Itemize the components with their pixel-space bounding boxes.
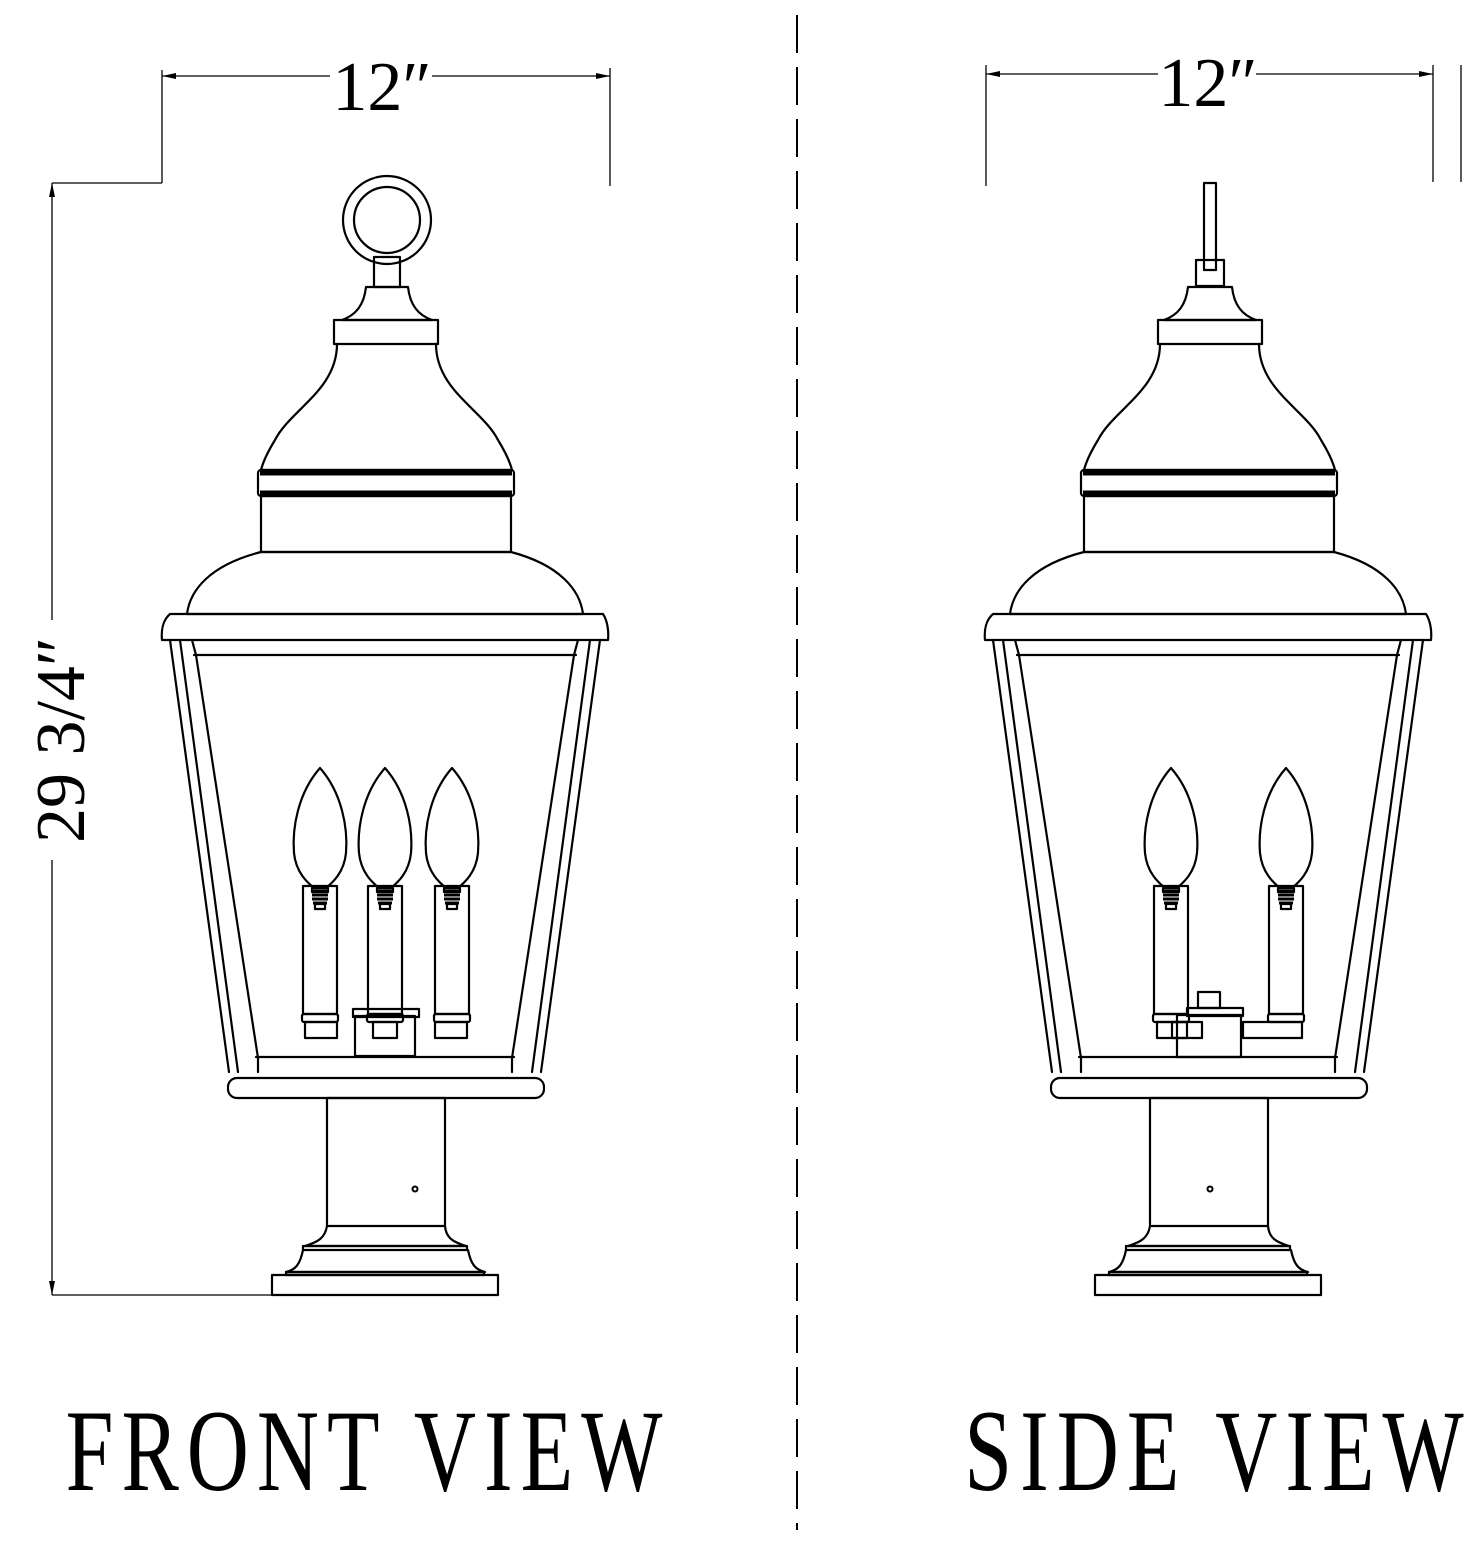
side-view-label: SIDE VIEW: [964, 1388, 1469, 1516]
side-width-dimension: 12″: [985, 45, 1462, 186]
front-width-dimension: 12″: [161, 49, 611, 186]
side-width-label: 12″: [1158, 45, 1257, 122]
front-width-label: 12″: [332, 49, 431, 126]
candle-bulbs-front: [292, 766, 480, 1058]
front-height-dimension: 29 3/4″: [23, 182, 272, 1296]
front-view-label: FRONT VIEW: [66, 1388, 671, 1516]
stem-finial-icon: [1156, 181, 1264, 346]
side-view: 12″: [964, 45, 1469, 1516]
front-view: 12″ 29 3/4″: [23, 49, 671, 1516]
front-height-label: 29 3/4″: [23, 637, 100, 843]
candle-bulbs-side: [1143, 766, 1314, 1059]
ring-finial-icon: [332, 174, 440, 346]
